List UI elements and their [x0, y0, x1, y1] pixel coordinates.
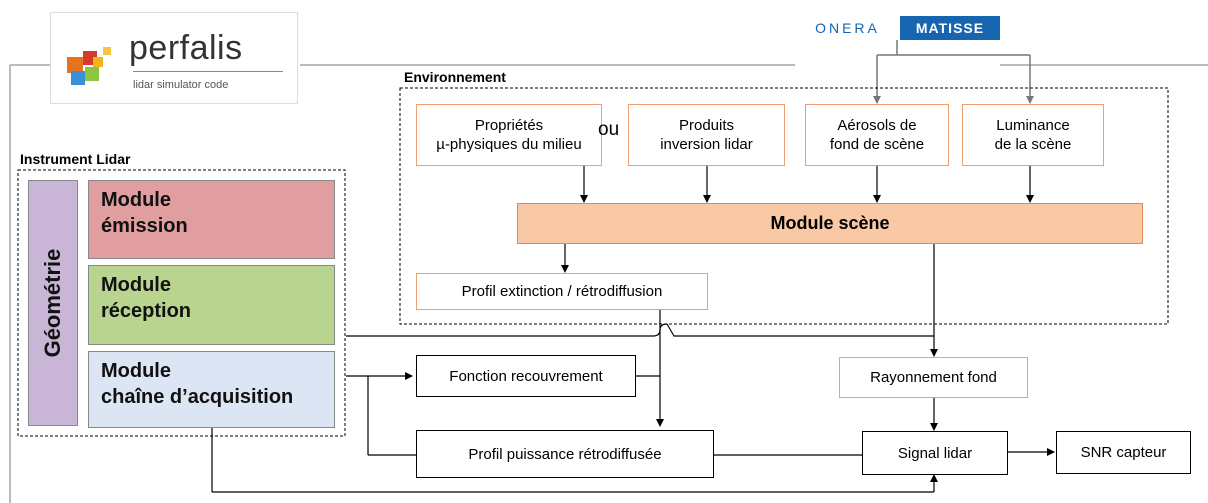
- aerosols-line-2: fond de scène: [829, 136, 925, 153]
- perfalis-logo: perfalis lidar simulator code: [50, 12, 298, 104]
- onera-connectors: [873, 40, 1034, 104]
- box-signal-lidar: Signal lidar: [862, 431, 1008, 475]
- module-acquisition: Module chaîne d’acquisition: [88, 351, 335, 428]
- reception-line-2: réception: [101, 300, 192, 322]
- module-reception: Module réception: [88, 265, 335, 345]
- cubes-icon: [67, 47, 111, 85]
- flow-arrows: [211, 166, 1055, 493]
- box-aerosols: Aérosols de fond de scène: [805, 104, 949, 166]
- box-proprietes: Propriétés µ-physiques du milieu: [416, 104, 602, 166]
- emission-line-1: Module: [101, 189, 171, 211]
- geometry-bar: Géométrie: [28, 180, 78, 426]
- logo-divider: [133, 71, 283, 72]
- logo-tagline: lidar simulator code: [133, 79, 229, 91]
- produits-line-2: inversion lidar: [660, 136, 753, 153]
- ou-label: ou: [598, 119, 620, 140]
- proprietes-line-2: µ-physiques du milieu: [436, 136, 582, 153]
- box-profil-puissance: Profil puissance rétrodiffusée: [416, 430, 714, 478]
- box-rayonnement-fond: Rayonnement fond: [839, 357, 1028, 398]
- luminance-line-1: Luminance: [996, 117, 1070, 134]
- onera-matisse-logo: ONERA MATISSE: [795, 16, 1000, 40]
- instrument-frame: [17, 169, 346, 437]
- produits-line-1: Produits: [678, 117, 735, 134]
- logo-name: perfalis: [129, 29, 243, 67]
- module-scene: Module scène: [517, 203, 1143, 244]
- onera-text: ONERA: [795, 16, 900, 40]
- outer-frame: [9, 64, 1208, 503]
- environment-label: Environnement: [404, 69, 506, 85]
- box-produits: Produits inversion lidar: [628, 104, 785, 166]
- proprietes-line-1: Propriétés: [474, 117, 544, 134]
- box-luminance: Luminance de la scène: [962, 104, 1104, 166]
- acquisition-line-1: Module: [101, 360, 171, 382]
- matisse-text: MATISSE: [900, 16, 1000, 40]
- acquisition-line-2: chaîne d’acquisition: [101, 386, 294, 408]
- box-snr-capteur: SNR capteur: [1056, 431, 1191, 474]
- environment-frame: [399, 87, 1169, 325]
- module-emission: Module émission: [88, 180, 335, 259]
- emission-line-2: émission: [101, 215, 188, 237]
- instrument-label: Instrument Lidar: [20, 151, 131, 167]
- box-fonction-recouvrement: Fonction recouvrement: [416, 355, 636, 397]
- reception-line-1: Module: [101, 274, 171, 296]
- luminance-line-2: de la scène: [994, 136, 1072, 153]
- geometry-label: Géométrie: [40, 248, 65, 358]
- aerosols-line-1: Aérosols de: [837, 117, 917, 134]
- box-profil-extinction: Profil extinction / rétrodiffusion: [416, 273, 708, 310]
